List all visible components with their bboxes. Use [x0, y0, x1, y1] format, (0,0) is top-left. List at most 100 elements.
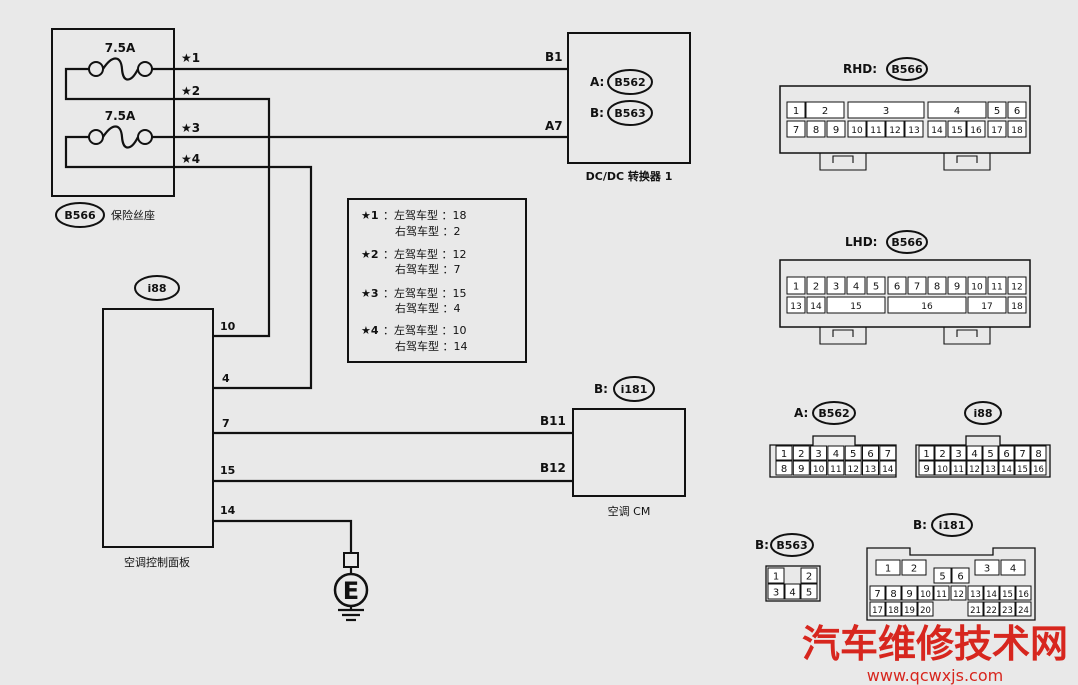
- rhd-housing: [779, 85, 1031, 154]
- b563-pin-2: 2: [806, 572, 812, 583]
- lhd-cell-10: [967, 276, 987, 295]
- i181c-pin-12: 12: [953, 590, 964, 600]
- rhd-pin-15: 15: [951, 126, 962, 136]
- i181c-tag: i181: [939, 519, 966, 532]
- rhd-cell-16: [966, 120, 986, 138]
- legend-star4: ★4: [361, 324, 379, 337]
- watermark-title: 汽车维修技术网: [802, 622, 1068, 666]
- b562-pin-8: 8: [781, 464, 787, 475]
- rhd-latch-right: [943, 153, 991, 171]
- rhd-cell-6: [1007, 101, 1027, 119]
- i88c-pin-3: 3: [955, 449, 961, 460]
- lhd-pin-3: 3: [833, 282, 839, 293]
- b562-pin-10: 10: [813, 465, 825, 475]
- rhd-tag-badge: [886, 57, 928, 81]
- i88c-pin-1: 1: [923, 449, 929, 460]
- lhd-cell-6: [887, 276, 907, 295]
- fuse-pin-star4: ★4: [181, 152, 200, 166]
- legend-star2: ★2: [361, 248, 379, 261]
- fuse-pin-star2: ★2: [181, 84, 200, 98]
- panel-label: 空调控制面板: [124, 555, 190, 569]
- b562-pin-14: 14: [882, 465, 894, 475]
- rhd-cell-14: [927, 120, 947, 138]
- accm-tag: i181: [621, 383, 648, 396]
- lhd-cell-18: [1007, 296, 1027, 314]
- i88c-cell-7: [1014, 445, 1031, 461]
- dcdc-conn-a-badge: [607, 69, 653, 95]
- i88c-cell-16: [1030, 460, 1047, 476]
- b563-cell-5: [800, 583, 818, 600]
- fuse-1-terminal-left: [88, 61, 104, 77]
- rhd-cell-18: [1007, 120, 1027, 138]
- i88c-cell-6: [998, 445, 1015, 461]
- accm-prefix: B:: [594, 382, 608, 396]
- lhd-cell-7: [907, 276, 927, 295]
- b562-tag: B562: [818, 407, 849, 420]
- legend-star3-line2: 右驾车型 ：4: [395, 301, 461, 315]
- i181c-cell-6: [951, 567, 970, 584]
- rhd-cell-1: [786, 101, 806, 119]
- fuse-2-rating: 7.5A: [105, 109, 136, 123]
- b563-cell-1: [767, 567, 785, 584]
- i88c-tag-badge: [964, 401, 1002, 425]
- b563-tag: B563: [776, 539, 807, 552]
- panel-pin-4: 4: [222, 372, 230, 385]
- rhd-pin-11: 11: [870, 126, 881, 136]
- b562-cell-3: [810, 445, 828, 461]
- rhd-pin-16: 16: [970, 126, 982, 136]
- b563-pin-5: 5: [806, 588, 812, 599]
- b562-cell-1: [775, 445, 793, 461]
- legend-star3-line1: ：左驾车型 ：15: [383, 286, 467, 300]
- i88c-pin-9: 9: [923, 464, 929, 475]
- i181c-pin-18: 18: [888, 606, 899, 616]
- b562-cell-8: [775, 460, 793, 476]
- b562-cell-12: [844, 460, 862, 476]
- rhd-prefix: RHD:: [843, 62, 877, 76]
- fuse-2-loop-wire: [64, 135, 174, 169]
- i181c-cell-5: [933, 567, 952, 584]
- legend-star3: ★3: [361, 287, 379, 300]
- legend-star4-line2: 右驾车型 ：14: [395, 339, 468, 353]
- i181c-pin-1: 1: [885, 564, 891, 575]
- rhd-cell-17: [987, 120, 1007, 138]
- wire-pin14-ground: [213, 519, 353, 553]
- i181c-pin-23: 23: [1002, 606, 1013, 616]
- i181c-cell-1: [875, 559, 901, 576]
- i181c-cell-11: [933, 585, 950, 601]
- dcdc-outline: [567, 32, 691, 164]
- fuse-block-tag-badge: [55, 202, 105, 228]
- i181c-cell-18: [885, 601, 902, 617]
- i181c-tag-badge: [931, 513, 973, 537]
- i88c-cell-13: [982, 460, 999, 476]
- i181c-pin-13: 13: [970, 590, 981, 600]
- panel-outline: [102, 308, 214, 548]
- i181c-pin-15: 15: [1002, 590, 1013, 600]
- b562-cell-5: [844, 445, 862, 461]
- i181c-pin-22: 22: [986, 606, 997, 616]
- b563-cell-3: [767, 583, 785, 600]
- fuse-block-tag: B566: [64, 209, 96, 222]
- lhd-pin-15: 15: [850, 302, 861, 312]
- accm-outline: [572, 408, 686, 497]
- lhd-latch-right-inner: [956, 329, 978, 337]
- rhd-cell-2: [805, 101, 845, 119]
- dcdc-conn-b-tag: B563: [614, 107, 645, 120]
- lhd-cell-14: [806, 296, 826, 314]
- i181c-cell-23: [999, 601, 1016, 617]
- fuse-1-rating: 7.5A: [105, 41, 136, 55]
- i181c-cell-17: [869, 601, 886, 617]
- legend-star1: ★1: [361, 209, 379, 222]
- i88c-pin-14: 14: [1001, 465, 1012, 475]
- lhd-cell-2: [806, 276, 826, 295]
- rhd-pin-18: 18: [1011, 126, 1023, 136]
- b562-cell-14: [879, 460, 897, 476]
- lhd-pin-10: 10: [971, 283, 983, 293]
- i88c-pin-2: 2: [939, 449, 945, 460]
- lhd-cell-3: [826, 276, 846, 295]
- i88c-cell-5: [982, 445, 999, 461]
